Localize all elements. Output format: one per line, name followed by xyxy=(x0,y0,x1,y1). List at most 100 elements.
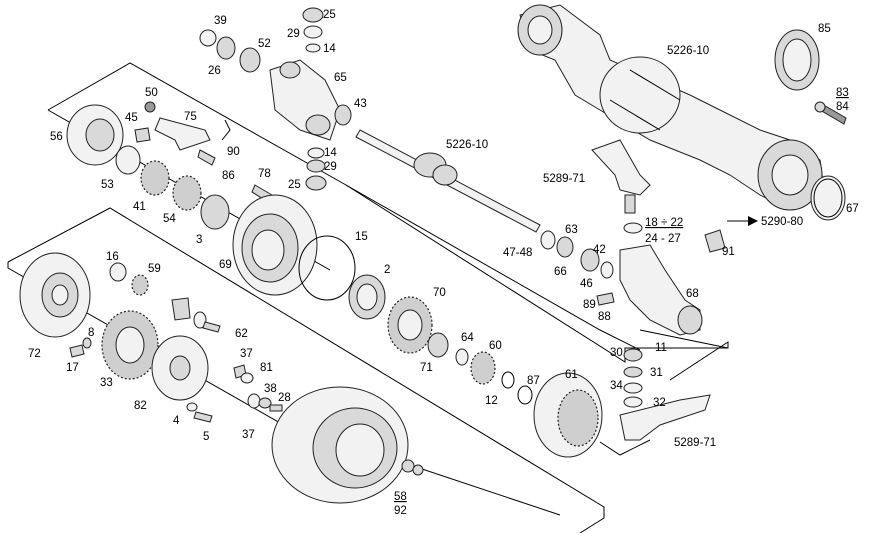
label-30: 30 xyxy=(610,347,623,359)
steering-arm-upper xyxy=(591,139,651,214)
label-52: 52 xyxy=(258,38,271,50)
label-81: 81 xyxy=(260,362,273,374)
parts-right-mid xyxy=(540,222,726,441)
label-5289-71-lower: 5289-71 xyxy=(674,437,716,449)
label-59: 59 xyxy=(148,263,161,275)
label-46: 46 xyxy=(580,278,593,290)
label-64: 64 xyxy=(461,332,474,344)
label-32: 32 xyxy=(653,397,666,409)
label-42: 42 xyxy=(593,244,606,256)
label-2: 2 xyxy=(384,264,390,276)
label-53: 53 xyxy=(101,179,114,191)
label-33: 33 xyxy=(100,377,113,389)
small-parts-upper xyxy=(115,101,273,230)
label-89: 89 xyxy=(583,299,596,311)
oring-15 xyxy=(298,235,356,301)
label-25-mid: 25 xyxy=(288,179,301,191)
label-66: 66 xyxy=(554,266,567,278)
label-70: 70 xyxy=(433,287,446,299)
label-17: 17 xyxy=(66,362,79,374)
label-87: 87 xyxy=(527,375,540,387)
carrier-82 xyxy=(151,335,209,401)
label-61: 61 xyxy=(565,369,578,381)
label-28: 28 xyxy=(278,392,291,404)
label-14-top: 14 xyxy=(323,43,336,55)
label-54: 54 xyxy=(163,213,176,225)
ring-gear-61 xyxy=(533,372,603,458)
label-85: 85 xyxy=(818,23,831,35)
bearing-2 xyxy=(348,274,386,320)
half-shaft xyxy=(355,129,541,233)
label-47-48: 47-48 xyxy=(503,247,532,259)
part-number-labels: 39 25 29 14 52 26 65 43 50 45 75 56 90 1… xyxy=(28,9,859,517)
label-63: 63 xyxy=(565,224,578,236)
flange-72 xyxy=(19,252,91,338)
bolt-83-84 xyxy=(814,101,847,125)
label-41: 41 xyxy=(133,201,146,213)
label-71: 71 xyxy=(420,362,433,374)
label-5226-10-housing: 5226-10 xyxy=(667,45,709,57)
label-92: 92 xyxy=(394,505,407,517)
label-78: 78 xyxy=(258,168,271,180)
label-29-top: 29 xyxy=(287,28,300,40)
yoke-65 xyxy=(269,59,341,141)
label-5289-71-upper: 5289-71 xyxy=(543,173,585,185)
label-72: 72 xyxy=(28,348,41,360)
label-86: 86 xyxy=(222,170,235,182)
label-16: 16 xyxy=(106,251,119,263)
label-62: 62 xyxy=(235,328,248,340)
label-15: 15 xyxy=(355,231,368,243)
label-88: 88 xyxy=(598,311,611,323)
label-50: 50 xyxy=(145,87,158,99)
label-82: 82 xyxy=(134,400,147,412)
label-3: 3 xyxy=(196,234,202,246)
label-39: 39 xyxy=(214,15,227,27)
parts-lower-left xyxy=(69,262,221,358)
label-83: 83 xyxy=(836,87,849,99)
label-90: 90 xyxy=(227,146,240,158)
label-34: 34 xyxy=(610,380,623,392)
label-45: 45 xyxy=(125,112,138,124)
label-58: 58 xyxy=(394,491,407,503)
label-24-27: 24 - 27 xyxy=(645,233,681,245)
axle-housing xyxy=(517,4,826,211)
label-65: 65 xyxy=(334,72,347,84)
label-68: 68 xyxy=(686,288,699,300)
label-37-lower: 37 xyxy=(242,429,255,441)
label-26: 26 xyxy=(208,65,221,77)
label-29-mid: 29 xyxy=(324,161,337,173)
label-37-upper: 37 xyxy=(240,348,253,360)
label-14-mid: 14 xyxy=(324,147,337,159)
label-75: 75 xyxy=(184,111,197,123)
label-18-22: 18 ÷ 22 xyxy=(645,217,683,229)
brake-lever-75 xyxy=(154,117,231,151)
label-38: 38 xyxy=(264,383,277,395)
wheel-nut-58 xyxy=(401,459,424,476)
label-11: 11 xyxy=(655,342,667,354)
cover-56 xyxy=(66,104,124,166)
label-25-top: 25 xyxy=(323,9,336,21)
label-4: 4 xyxy=(173,415,180,427)
label-5226-10-shaft: 5226-10 xyxy=(446,139,488,151)
planetary-parts xyxy=(427,332,533,405)
label-43: 43 xyxy=(354,98,367,110)
label-60: 60 xyxy=(489,340,502,352)
arrow-to-5290-80 xyxy=(727,216,758,226)
label-5290-80: 5290-80 xyxy=(761,216,803,228)
label-56: 56 xyxy=(50,131,63,143)
label-8: 8 xyxy=(88,327,94,339)
label-91: 91 xyxy=(722,246,735,258)
label-69: 69 xyxy=(219,259,232,271)
label-67: 67 xyxy=(846,203,859,215)
label-84: 84 xyxy=(836,101,849,113)
label-12: 12 xyxy=(485,395,498,407)
gear-70 xyxy=(387,296,433,354)
knuckle-68 xyxy=(619,244,703,336)
seal-ring-85 xyxy=(774,29,820,91)
small-bolts-lower xyxy=(186,364,283,423)
ring-33 xyxy=(101,310,159,380)
label-31: 31 xyxy=(650,367,663,379)
hub-69 xyxy=(232,194,318,296)
